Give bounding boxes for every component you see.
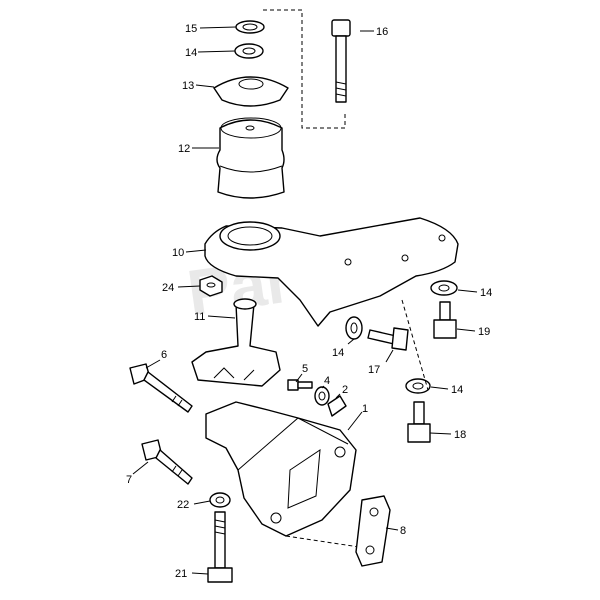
part-13-cup-washer (213, 76, 289, 107)
part-7-bolt (141, 439, 193, 485)
callout-8: 8 (400, 525, 406, 537)
callout-14-right-middle: 14 (332, 347, 344, 359)
part-11-stud-mount (191, 298, 281, 387)
callout-13: 13 (182, 80, 194, 92)
part-14-washer-right-upper (430, 280, 458, 296)
callout-7: 7 (126, 474, 132, 486)
part-21-vertical-bolt (207, 511, 233, 583)
part-19-bolt (433, 301, 457, 339)
part-5-small-bolt (287, 379, 313, 391)
part-2-cone-nut (327, 395, 347, 417)
callout-5: 5 (302, 363, 308, 375)
part-6-bolt (129, 363, 193, 413)
callout-17: 17 (368, 364, 380, 376)
leader-lines (132, 26, 478, 575)
callout-10: 10 (172, 247, 184, 259)
callout-21: 21 (175, 568, 187, 580)
callout-6: 6 (161, 349, 167, 361)
callout-24: 24 (162, 282, 174, 294)
callout-14-right-lower: 14 (451, 384, 463, 396)
part-14-washer-right-lower (405, 378, 431, 394)
callout-1: 1 (362, 403, 368, 415)
part-16-long-bolt (331, 19, 351, 103)
part-15-retaining-ring (235, 20, 265, 34)
callout-15: 15 (185, 23, 197, 35)
callout-4: 4 (324, 375, 330, 387)
part-12-rubber-buffer (216, 117, 285, 199)
callout-12: 12 (178, 143, 190, 155)
part-18-bolt (407, 401, 431, 443)
part-8-plate (355, 495, 391, 567)
part-14-washer-right-middle (345, 316, 363, 340)
callout-2: 2 (342, 384, 348, 396)
callout-14-top: 14 (185, 47, 197, 59)
callout-18: 18 (454, 429, 466, 441)
callout-16: 16 (376, 26, 388, 38)
part-22-washer (209, 492, 231, 508)
connector-line-18 (401, 299, 429, 391)
part-10-bracket-arm (204, 217, 459, 327)
part-17-bolt (367, 327, 409, 351)
part-1-main-bracket (205, 401, 357, 537)
callout-22: 22 (177, 499, 189, 511)
callout-14-right-upper: 14 (480, 287, 492, 299)
callout-11: 11 (194, 311, 205, 323)
connector-line-16 (263, 9, 346, 129)
part-24-nut (199, 275, 223, 297)
connector-line-8 (285, 535, 367, 549)
callout-19: 19 (478, 326, 490, 338)
part-4-washer (314, 386, 330, 406)
part-14-washer-top (234, 43, 264, 59)
callout-numbers: 15 14 13 12 16 10 24 11 6 7 5 4 2 1 8 22… (126, 23, 492, 580)
